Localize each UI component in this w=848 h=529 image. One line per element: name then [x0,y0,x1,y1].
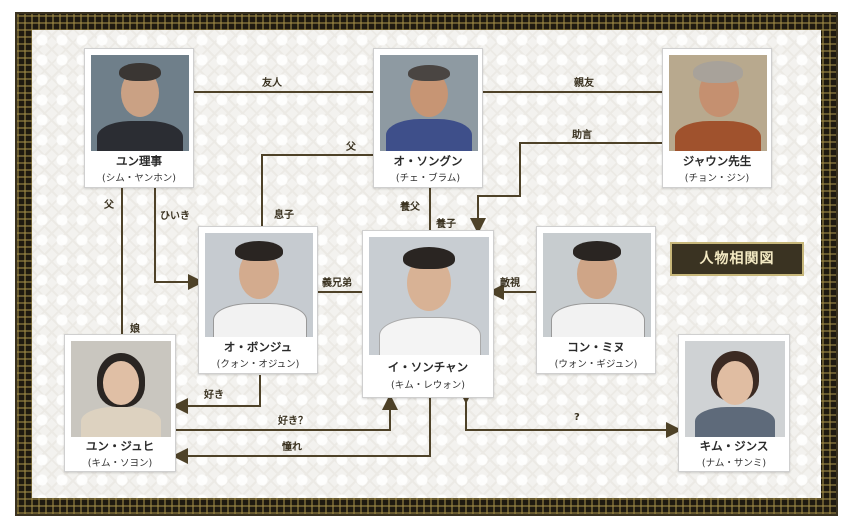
line-suki-q [176,394,398,431]
actor-jaun: (チョン・ジン) [684,173,750,184]
actor-mine: (ウォン・ギジュン) [554,359,638,370]
portrait-juhi [71,341,171,437]
actor-bonju: (クォン・オジュン) [216,359,300,370]
name-jinsu: キム・ジンス [699,439,769,453]
name-juhi: ユン・ジュヒ [85,439,155,453]
portrait-bonju [205,233,313,337]
label-suki-q: 好き？ [278,416,308,427]
actor-sochan: (キム・レウォン) [391,380,465,391]
line-hiiki [154,188,204,290]
line-chichi-top [261,154,374,226]
label-jogen: 助言 [572,130,592,141]
name-yun: ユン理事 [116,154,162,168]
label-yujin: 友人 [262,78,282,89]
label-chichi-left: 父 [104,200,114,211]
name-mine: コン・ミヌ [567,340,625,354]
name-jaun: ジャウン先生 [682,154,752,168]
card-sochan: イ・ソンチャン (キム・レウォン) [362,230,494,398]
label-youshi: 養子 [436,219,456,230]
portrait-jinsu [685,341,785,437]
portrait-mine [543,233,651,337]
label-question: ? [574,412,580,423]
portrait-yun [91,55,189,151]
label-tekishi: 敵視 [500,278,520,289]
label-suki: 好き [204,390,224,401]
label-musuko: 息子 [274,210,294,221]
label-gifu: 養父 [400,202,420,213]
label-chichi-top: 父 [346,142,356,153]
portrait-jaun [669,55,767,151]
actor-juhi: (キム・ソヨン) [87,458,153,469]
label-musume: 娘 [130,324,140,335]
label-hiiki: ひいき [160,211,190,222]
name-oh-songun: オ・ソングン [393,154,463,168]
actor-jinsu: (ナム・サンミ) [701,458,767,469]
line-question [458,388,682,438]
card-juhi: ユン・ジュヒ (キム・ソヨン) [64,334,176,472]
card-yun: ユン理事 (シム・ヤンホン) [84,48,194,188]
line-akogare [172,398,431,464]
portrait-oh-songun [380,55,478,151]
portrait-sochan [369,237,489,355]
card-oh-songun: オ・ソングン (チェ・ブラム) [373,48,483,188]
label-shinyu: 親友 [574,78,594,89]
label-gikeitei: 義兄弟 [322,278,352,289]
label-akogare: 憧れ [282,442,302,453]
name-sochan: イ・ソンチャン [387,360,469,374]
name-bonju: オ・ボンジュ [223,340,293,354]
line-suki [172,375,261,414]
diagram-title: 人物相関図 [670,242,804,276]
line-jogen [470,142,662,234]
card-mine: コン・ミヌ (ウォン・ギジュン) [536,226,656,374]
actor-oh-songun: (チェ・ブラム) [395,173,461,184]
card-jinsu: キム・ジンス (ナム・サンミ) [678,334,790,472]
card-bonju: オ・ボンジュ (クォン・オジュン) [198,226,318,374]
card-jaun: ジャウン先生 (チョン・ジン) [662,48,772,188]
actor-yun: (シム・ヤンホン) [102,173,176,184]
